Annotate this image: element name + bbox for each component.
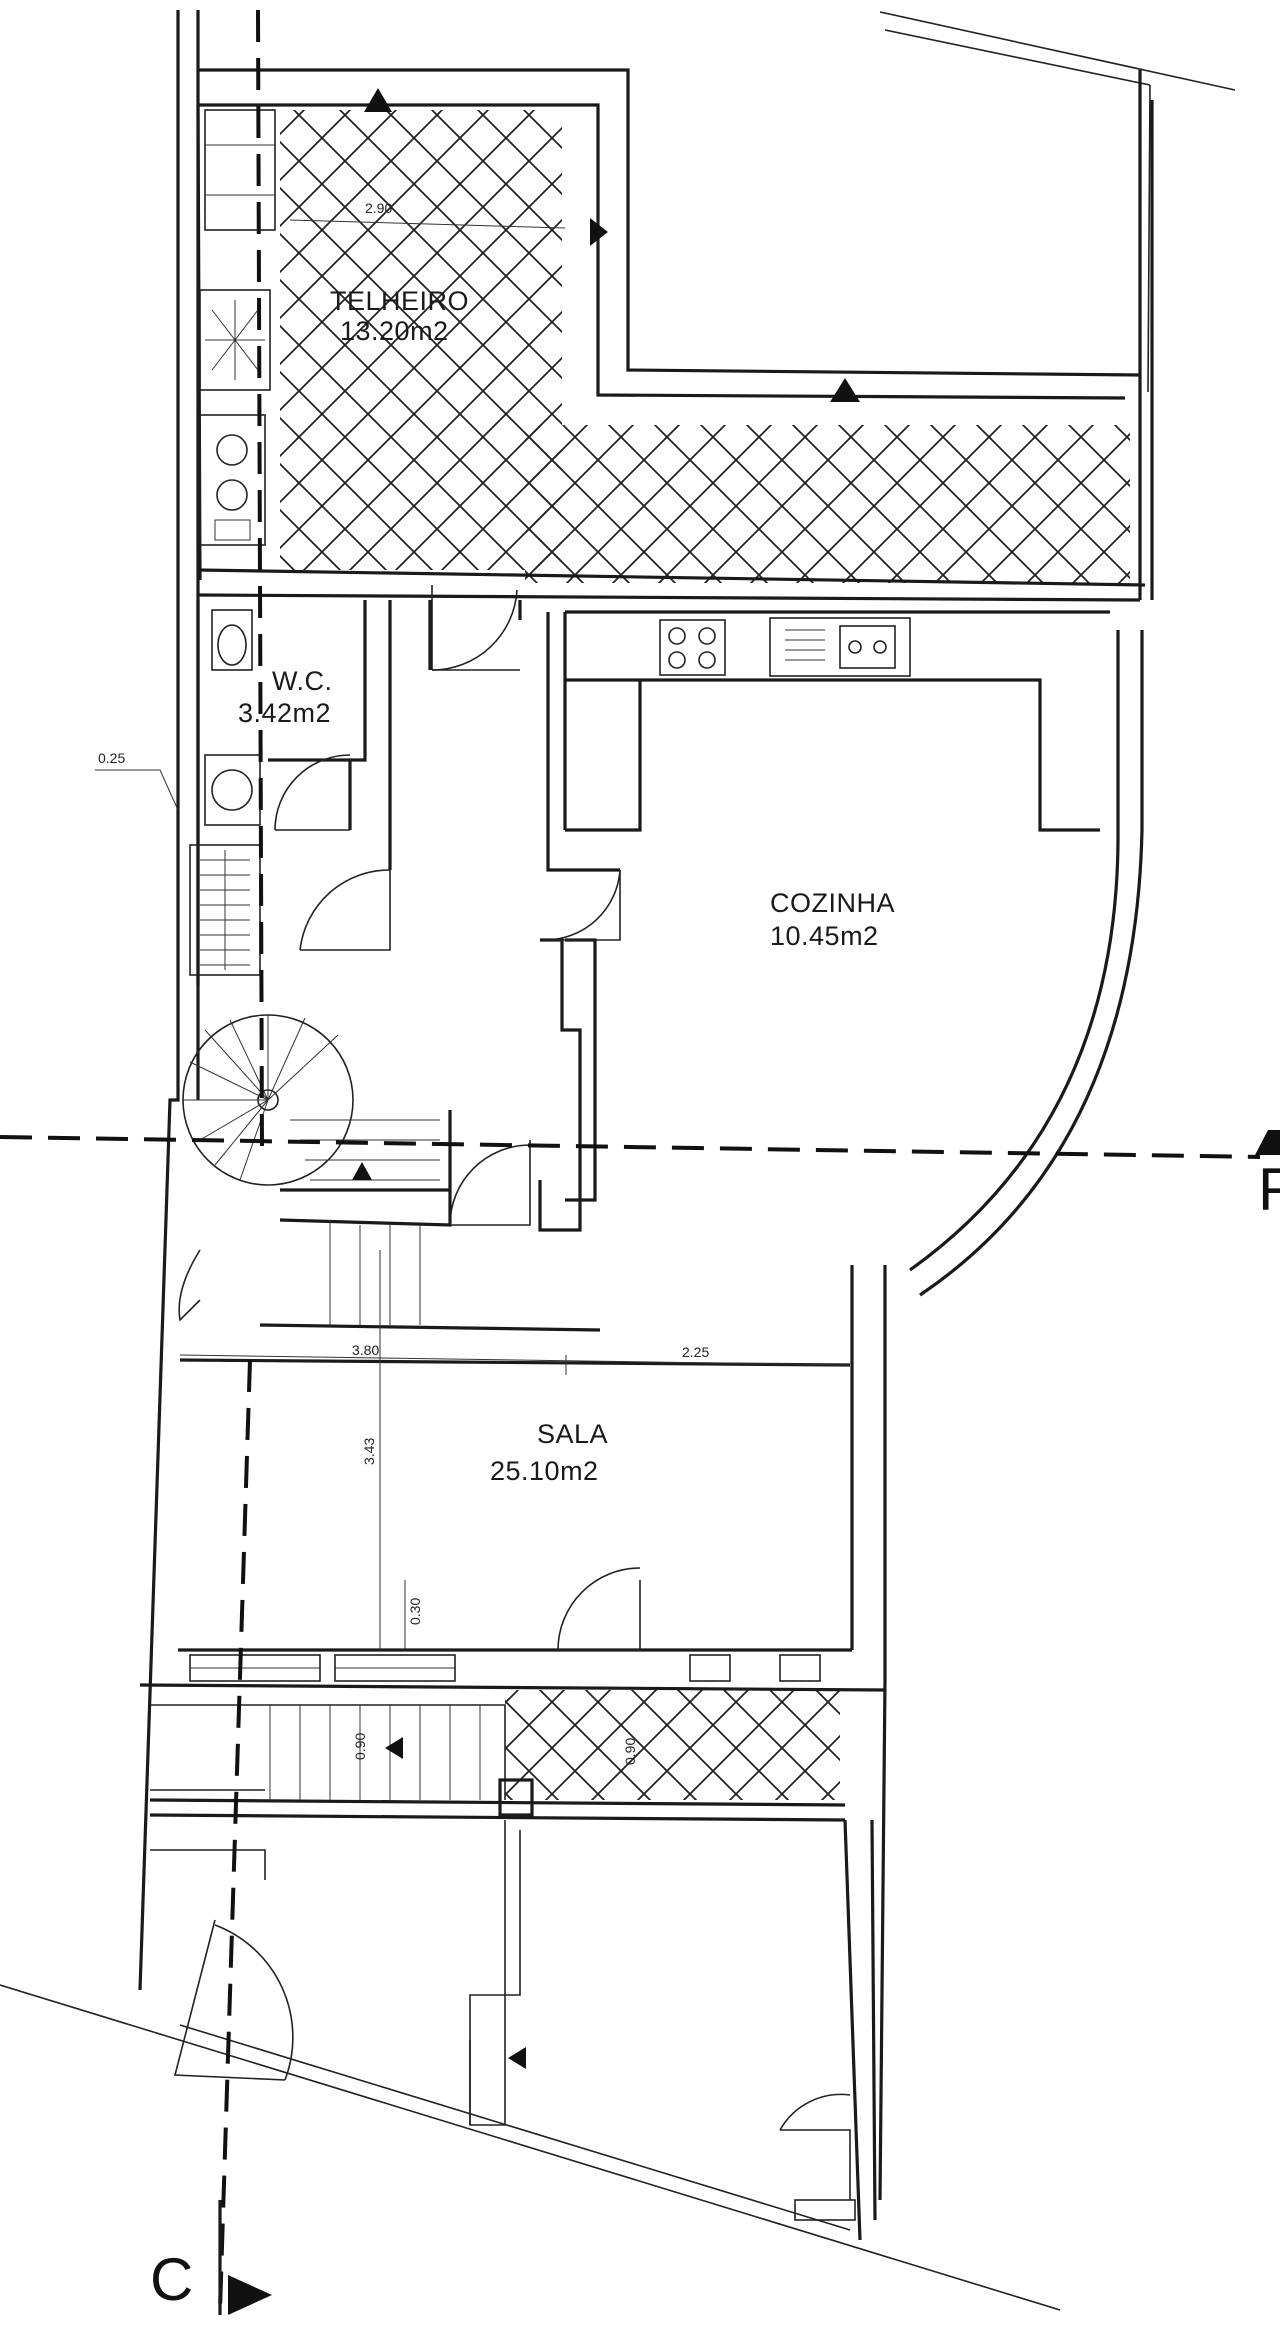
kitchen-fixtures xyxy=(659,617,911,677)
telheiro-fixtures xyxy=(199,109,276,546)
telheiro-hatch xyxy=(280,110,1130,1800)
section-cut-lines xyxy=(0,9,1261,2315)
exterior-walls xyxy=(138,10,1154,2241)
cozinha-name: COZINHA xyxy=(770,888,895,918)
dim-step-a: 0.90 xyxy=(352,1733,368,1760)
cozinha-area: 10.45m2 xyxy=(770,921,879,951)
doors xyxy=(173,585,851,2200)
lower-patio xyxy=(469,1778,856,2221)
level-arrows xyxy=(228,88,1280,2315)
dim-sala-width-right: 2.25 xyxy=(682,1344,709,1360)
section-c-label: C xyxy=(150,2246,193,2313)
dim-step-b: 0.90 xyxy=(622,1738,638,1765)
dimension-lines xyxy=(95,219,851,1650)
dim-wall-offset: 0.25 xyxy=(98,750,125,766)
telheiro-area: 13.20m2 xyxy=(340,316,449,346)
telheiro-name: TELHEIRO xyxy=(330,286,469,316)
sala-area: 25.10m2 xyxy=(490,1456,599,1486)
section-f-label: F xyxy=(1258,1156,1280,1223)
section-c-arrow xyxy=(228,2275,272,2315)
front-steps xyxy=(150,1654,821,1880)
dim-sala-depth: 3.43 xyxy=(361,1438,377,1465)
dim-sala-width-left: 3.80 xyxy=(352,1342,379,1358)
site-lines xyxy=(0,11,1236,2311)
wc-name: W.C. xyxy=(272,666,333,696)
dim-telheiro-width: 2.90 xyxy=(365,200,392,216)
wc-area: 3.42m2 xyxy=(238,698,331,728)
wc-fixtures xyxy=(189,609,261,976)
sala-name: SALA xyxy=(537,1419,608,1449)
spiral-stair xyxy=(178,1014,440,1325)
dim-front-wall: 0.30 xyxy=(407,1598,423,1625)
